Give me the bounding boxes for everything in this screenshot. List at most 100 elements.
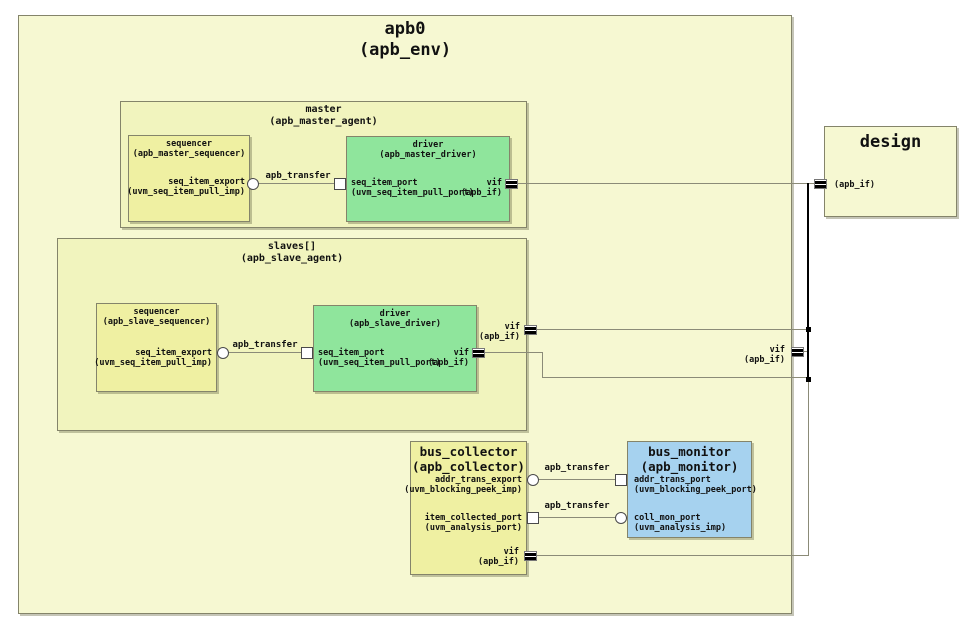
master-seq-item-export-label: seq_item_export(uvm_seq_item_pull_imp): [127, 177, 245, 197]
item-collected-port-icon[interactable]: [527, 512, 539, 524]
bus-monitor-block[interactable]: bus_monitor(apb_monitor) addr_trans_port…: [627, 441, 757, 538]
port-type: (uvm_seq_item_pull_imp): [127, 186, 245, 197]
slave-seq-item-export-port-icon[interactable]: [217, 347, 229, 359]
bus-collector-block[interactable]: bus_collector(apb_collector) addr_trans_…: [404, 441, 527, 575]
master-apb-transfer-label: apb_transfer: [265, 171, 331, 181]
collector-apb-transfer-label-bottom: apb_transfer: [544, 501, 610, 511]
vif-name: vif: [503, 547, 519, 557]
slave-agent-name: slaves[]: [267, 241, 317, 252]
port-type: (uvm_seq_item_pull_port): [351, 187, 474, 198]
wire-slave-agent-vif: [531, 329, 808, 330]
design-port-label: (apb_if): [834, 180, 875, 190]
master-driver-vif-label: vif(apb_if): [461, 178, 502, 198]
port-type: (uvm_analysis_port): [424, 522, 522, 533]
coll-mon-port-label: coll_mon_port(uvm_analysis_imp): [634, 513, 726, 533]
slave-seq-item-export-label: seq_item_export(uvm_seq_item_pull_imp): [94, 348, 212, 368]
port-name: seq_item_port: [318, 348, 385, 358]
bus-monitor-title: bus_monitor(apb_monitor): [628, 444, 751, 474]
master-sequencer-block[interactable]: sequencer(apb_master_sequencer) seq_item…: [127, 135, 250, 222]
env-vif-port-icon[interactable]: [791, 347, 804, 357]
wire-collector-to-monitor-bottom: [533, 517, 621, 518]
slave-agent-vif-port-icon[interactable]: [524, 325, 537, 335]
master-sequencer-title: sequencer(apb_master_sequencer): [129, 139, 249, 159]
master-seq-item-export-port-icon[interactable]: [247, 178, 259, 190]
env-vif-type: (apb_if): [744, 354, 785, 365]
port-type: (uvm_blocking_peek_imp): [404, 484, 522, 495]
wire-slave-driver-vif-c: [542, 377, 809, 378]
slave-sequencer-type: (apb_slave_sequencer): [102, 317, 211, 327]
port-name: item_collected_port: [424, 513, 522, 523]
slave-driver-vif-label: vif(apb_if): [428, 348, 469, 368]
slave-driver-vif-port-icon[interactable]: [472, 348, 485, 358]
slave-driver-title: driver(apb_slave_driver): [314, 309, 476, 329]
wire-master-seq-to-driver: [253, 183, 337, 184]
vif-type: (apb_if): [478, 556, 519, 567]
port-type: (uvm_seq_item_pull_imp): [94, 357, 212, 368]
master-agent-type: (apb_master_agent): [269, 116, 378, 127]
wire-slave-driver-vif-b: [542, 352, 543, 378]
vif-name: vif: [486, 178, 502, 188]
addr-trans-export-label: addr_trans_export(uvm_blocking_peek_imp): [404, 475, 522, 495]
bus-collector-vif-label: vif(apb_if): [478, 547, 519, 567]
master-driver-title: driver(apb_master_driver): [347, 140, 509, 160]
master-driver-name: driver: [412, 140, 444, 150]
vif-type: (apb_if): [479, 331, 520, 342]
wire-collector-vif: [531, 555, 808, 556]
bus-collector-title: bus_collector(apb_collector): [411, 444, 526, 474]
wire-junction-dot: [806, 377, 811, 382]
port-name: coll_mon_port: [634, 513, 701, 523]
wire-vif-trunk-lower: [808, 381, 809, 556]
env-type: (apb_env): [358, 40, 452, 60]
master-seq-item-port-icon[interactable]: [334, 178, 346, 190]
slave-driver-block[interactable]: driver(apb_slave_driver) seq_item_port(u…: [313, 305, 477, 392]
master-driver-block[interactable]: driver(apb_master_driver) seq_item_port(…: [346, 136, 510, 222]
wire-slave-seq-to-driver: [223, 352, 307, 353]
master-driver-type: (apb_master_driver): [379, 150, 477, 160]
slave-seq-item-port-icon[interactable]: [301, 347, 313, 359]
env-vif-name: vif: [769, 345, 785, 355]
addr-trans-port-icon[interactable]: [615, 474, 627, 486]
slave-driver-name: driver: [379, 309, 411, 319]
slave-agent-title: slaves[](apb_slave_agent): [58, 241, 526, 265]
slave-apb-transfer-label: apb_transfer: [232, 340, 298, 350]
design-title: design: [859, 132, 922, 152]
master-seq-item-port-label: seq_item_port(uvm_seq_item_pull_port): [351, 178, 474, 198]
env-vif-port-label: vif(apb_if): [744, 345, 785, 365]
bus-monitor-type: (apb_monitor): [640, 459, 739, 474]
master-agent-name: master: [305, 104, 342, 115]
bus-monitor-name: bus_monitor: [648, 444, 731, 459]
wire-junction-dot: [806, 327, 811, 332]
port-name: seq_item_export: [168, 177, 245, 187]
slave-sequencer-name: sequencer: [133, 307, 180, 317]
slave-driver-type: (apb_slave_driver): [348, 319, 442, 329]
bus-collector-name: bus_collector: [419, 444, 518, 459]
vif-type: (apb_if): [461, 187, 502, 198]
vif-name: vif: [504, 322, 520, 332]
master-sequencer-type: (apb_master_sequencer): [132, 149, 246, 159]
slave-agent-vif-label: vif(apb_if): [479, 322, 520, 342]
collector-vif-port-icon[interactable]: [524, 551, 537, 561]
wire-master-driver-vif-to-design: [505, 183, 817, 184]
env-title: apb0(apb_env): [19, 19, 791, 61]
port-name: addr_trans_port: [634, 475, 711, 485]
vif-name: vif: [453, 348, 469, 358]
bus-collector-type: (apb_collector): [412, 459, 525, 474]
port-name: addr_trans_export: [435, 475, 522, 485]
item-collected-port-label: item_collected_port(uvm_analysis_port): [424, 513, 522, 533]
design-block[interactable]: design (apb_if): [824, 126, 957, 217]
design-apb-if-port-icon[interactable]: [814, 179, 827, 189]
coll-mon-port-icon[interactable]: [615, 512, 627, 524]
addr-trans-port-label: addr_trans_port(uvm_blocking_peek_port): [634, 475, 757, 495]
env-name: apb0: [384, 19, 426, 39]
port-name: seq_item_port: [351, 178, 418, 188]
slave-agent-type: (apb_slave_agent): [240, 253, 344, 264]
wire-slave-driver-vif-a: [479, 352, 543, 353]
port-type: (uvm_blocking_peek_port): [634, 484, 757, 495]
port-type: (uvm_seq_item_pull_port): [318, 357, 441, 368]
master-driver-vif-port-icon[interactable]: [505, 179, 518, 189]
slave-sequencer-block[interactable]: sequencer(apb_slave_sequencer) seq_item_…: [94, 303, 217, 392]
wire-vif-trunk-upper: [807, 183, 809, 381]
addr-trans-export-port-icon[interactable]: [527, 474, 539, 486]
wire-collector-to-monitor-top: [533, 479, 621, 480]
